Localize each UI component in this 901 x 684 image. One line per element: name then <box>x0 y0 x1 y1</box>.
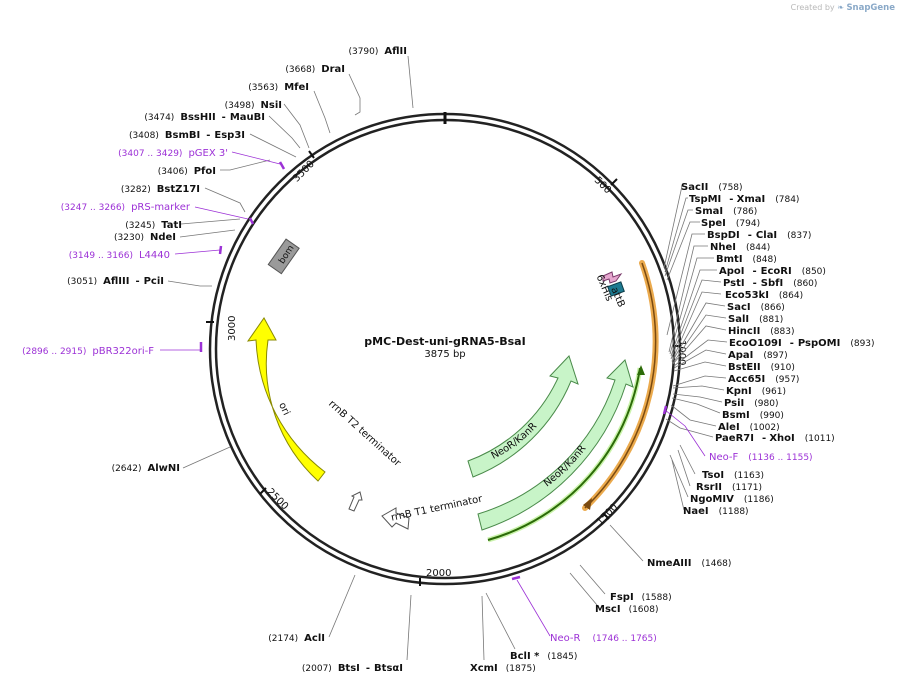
site-bsteii[interactable]: BstEII(910) <box>728 362 795 373</box>
site-bcli[interactable]: BclI *(1845) <box>510 651 577 662</box>
site-labels: (3790)AflII (3668)DraI (3563)MfeI (3498)… <box>67 46 874 674</box>
site-tsoi[interactable]: TsoI(1163) <box>702 470 764 481</box>
site-psti-sbfi[interactable]: PstI-SbfI(860) <box>723 278 817 289</box>
site-btsi-btsai[interactable]: (2007)BtsI-BtsαI <box>302 663 403 674</box>
tick-label: 500 <box>592 175 613 196</box>
primer-neo-r[interactable]: Neo-R(1746 .. 1765) <box>550 633 657 644</box>
tick-label: 3000 <box>227 316 238 341</box>
tick-marks <box>206 150 681 586</box>
site-naei[interactable]: NaeI(1188) <box>683 506 749 517</box>
site-fspi[interactable]: FspI(1588) <box>610 592 672 603</box>
site-mfei[interactable]: (3563)MfeI <box>248 82 309 93</box>
site-nmeaiii[interactable]: NmeAIII(1468) <box>647 558 731 569</box>
site-leader-lines <box>167 55 728 661</box>
neor-label-1: NeoR/KanR <box>490 421 540 462</box>
tick-label: 1000 <box>676 340 687 365</box>
site-bsmi[interactable]: BsmI(990) <box>722 410 784 421</box>
site-aflii[interactable]: (3790)AflII <box>348 46 407 57</box>
watermark-prefix: Created by <box>790 3 835 12</box>
site-tati[interactable]: (3245)TatI <box>125 220 182 231</box>
rrnb-t1-label: rrnB T1 terminator <box>390 493 484 523</box>
site-bsshii-maubi[interactable]: (3474)BssHII-MauBI <box>144 112 265 123</box>
site-bsmbi-esp3i[interactable]: (3408)BsmBI-Esp3I <box>129 130 245 141</box>
plasmid-size: 3875 bp <box>424 349 465 360</box>
primer-leader-lines <box>160 151 706 637</box>
site-apai[interactable]: ApaI(897) <box>728 350 788 361</box>
site-rsrii[interactable]: RsrII(1171) <box>696 482 762 493</box>
site-alei[interactable]: AleI(1002) <box>718 422 780 433</box>
site-bstz17i[interactable]: (3282)BstZ17I <box>121 184 200 195</box>
site-spei[interactable]: SpeI(794) <box>701 218 760 229</box>
site-bspdi-clai[interactable]: BspDI-ClaI(837) <box>707 230 811 241</box>
site-pfoi[interactable]: (3406)PfoI <box>158 166 216 177</box>
primer-pbr322ori-f[interactable]: (2896 .. 2915)pBR322ori-F <box>22 346 154 357</box>
site-msci[interactable]: MscI(1608) <box>595 604 659 615</box>
site-ngomiv[interactable]: NgoMIV(1186) <box>690 494 774 505</box>
site-psii[interactable]: PsiI(980) <box>724 398 778 409</box>
orf-green-arc[interactable] <box>487 365 645 543</box>
site-hincii[interactable]: HincII(883) <box>728 326 795 337</box>
tick-label: 2500 <box>264 487 290 513</box>
bom-feature[interactable]: bom <box>267 238 300 275</box>
site-eco53ki[interactable]: Eco53kI(864) <box>725 290 803 301</box>
plasmid-name: pMC-Dest-uni-gRNA5-BsaI <box>364 335 525 348</box>
snapgene-watermark: Created by ❧ SnapGene <box>791 3 895 13</box>
tick-label: 1500 <box>595 502 621 528</box>
site-drai[interactable]: (3668)DraI <box>285 64 345 75</box>
rrnb-t2-terminator[interactable]: rrnB T2 terminator <box>326 398 403 512</box>
site-kpni[interactable]: KpnI(961) <box>726 386 786 397</box>
ori-label: ori <box>276 401 291 417</box>
attb-feature[interactable]: attB <box>607 281 627 309</box>
site-tspmi-xmai[interactable]: TspMI-XmaI(784) <box>689 194 799 205</box>
site-sali[interactable]: SalI(881) <box>728 314 783 325</box>
snapgene-logo-icon: ❧ <box>837 3 844 12</box>
attb-region-arc[interactable] <box>582 260 659 511</box>
primer-neo-f[interactable]: Neo-F(1136 .. 1155) <box>709 452 813 463</box>
site-nsii[interactable]: (3498)NsiI <box>225 100 282 111</box>
ori-feature[interactable]: ori <box>246 317 326 482</box>
rrnb-t1-terminator[interactable]: rrnB T1 terminator <box>381 493 484 530</box>
primer-l4440[interactable]: (3149 .. 3166)L4440 <box>69 250 170 261</box>
neor-kanr-feature-1[interactable]: NeoR/KanR <box>467 355 579 478</box>
primer-prs-marker[interactable]: (3247 .. 3266)pRS-marker <box>61 202 191 213</box>
site-alwni[interactable]: (2642)AlwNI <box>112 463 180 474</box>
site-xcmi[interactable]: XcmI(1875) <box>470 663 536 674</box>
site-bmti[interactable]: BmtI(848) <box>716 254 777 265</box>
svg-text:NeoR/KanR: NeoR/KanR <box>490 421 540 462</box>
primer-labels: (3407 .. 3429)pGEX 3' (3247 .. 3266)pRS-… <box>22 148 812 644</box>
site-saci[interactable]: SacI(866) <box>727 302 785 313</box>
tick-label: 2000 <box>426 568 451 579</box>
site-ecoo109i-pspomi[interactable]: EcoO109I-PspOMI(893) <box>729 338 875 349</box>
primer-pgex3[interactable]: (3407 .. 3429)pGEX 3' <box>118 148 228 159</box>
site-afliii-pcii[interactable]: (3051)AflIII-PciI <box>67 276 164 287</box>
site-apoi-ecori[interactable]: ApoI-EcoRI(850) <box>719 266 826 277</box>
site-nhei[interactable]: NheI(844) <box>710 242 770 253</box>
site-paer7i-xhoi[interactable]: PaeR7I-XhoI(1011) <box>715 433 835 444</box>
site-acli[interactable]: (2174)AclI <box>268 633 325 644</box>
primer-marks <box>199 161 668 581</box>
rrnb-t2-label: rrnB T2 terminator <box>326 398 403 469</box>
site-smai[interactable]: SmaI(786) <box>695 206 757 217</box>
site-sacii[interactable]: SacII(758) <box>681 182 743 193</box>
site-ndei[interactable]: (3230)NdeI <box>114 232 176 243</box>
watermark-brand: SnapGene <box>846 3 895 13</box>
site-acc65i[interactable]: Acc65I(957) <box>728 374 799 385</box>
